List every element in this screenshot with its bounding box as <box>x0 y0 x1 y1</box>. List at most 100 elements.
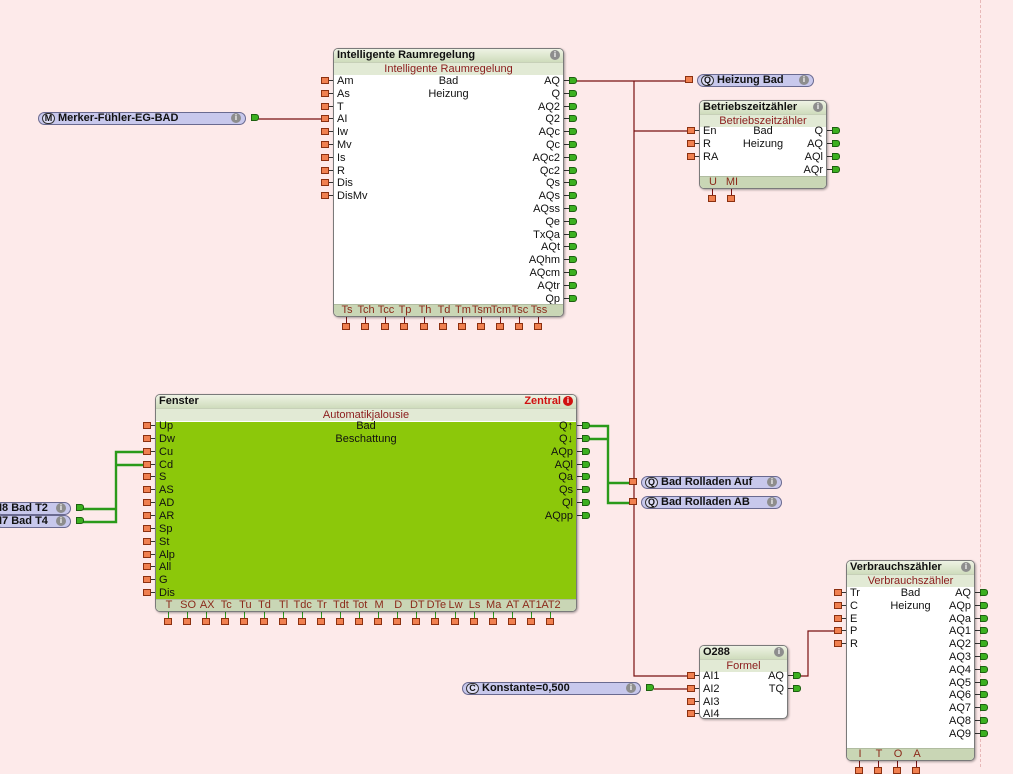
param-port-Tdc[interactable] <box>297 618 306 625</box>
param-port-SO[interactable] <box>183 618 192 625</box>
input-port-Iw[interactable] <box>321 128 329 136</box>
param-port-Tot[interactable] <box>355 618 363 625</box>
param-port-DTe[interactable] <box>431 618 440 625</box>
input-port-Up[interactable] <box>143 422 151 429</box>
param-port-I[interactable] <box>855 767 863 774</box>
output-port-Qa[interactable] <box>582 473 590 481</box>
output-port-AQ5[interactable] <box>980 678 988 686</box>
output-port-Q2[interactable] <box>569 115 577 123</box>
input-port-AI[interactable] <box>321 115 329 123</box>
param-port-AT2[interactable] <box>546 618 554 625</box>
input-port-Tr[interactable] <box>834 589 842 596</box>
param-port-T[interactable] <box>874 767 882 774</box>
output-port-AQ[interactable] <box>569 77 577 84</box>
output-port-Qc[interactable] <box>569 141 577 148</box>
input-port-Mv[interactable] <box>321 141 329 148</box>
output-port-Qs[interactable] <box>582 486 590 494</box>
param-port-DT[interactable] <box>412 618 421 625</box>
param-port-Tc[interactable] <box>221 618 230 625</box>
input-port-C[interactable] <box>834 601 842 609</box>
param-port-Tm[interactable] <box>458 323 466 330</box>
input-port-Is[interactable] <box>321 153 329 161</box>
output-port-AQ7[interactable] <box>980 704 988 712</box>
output-port-Qc2[interactable] <box>569 166 577 174</box>
input-port-En[interactable] <box>687 127 695 134</box>
info-icon[interactable]: i <box>56 516 66 526</box>
input-port-All[interactable] <box>143 563 151 571</box>
input-port-AI1[interactable] <box>687 672 695 679</box>
input-port-Alp[interactable] <box>143 550 151 558</box>
input-port-R[interactable] <box>834 640 842 648</box>
tag-output-port[interactable] <box>76 504 84 511</box>
output-port-AQ3[interactable] <box>980 653 988 660</box>
output-port-Q[interactable] <box>832 127 840 134</box>
tag-output-port[interactable] <box>646 684 654 691</box>
info-icon[interactable]: i <box>550 50 560 60</box>
output-port-AQcm[interactable] <box>569 269 577 276</box>
input-port-DisMv[interactable] <box>321 192 329 200</box>
output-port-Q↓[interactable] <box>582 434 590 442</box>
output-port-AQp[interactable] <box>582 447 590 455</box>
output-port-AQ6[interactable] <box>980 691 988 699</box>
input-port-Cu[interactable] <box>143 447 151 455</box>
output-port-AQa[interactable] <box>980 614 988 622</box>
output-port-AQ2[interactable] <box>980 640 988 648</box>
output-port-AQhm[interactable] <box>569 256 577 264</box>
input-port-AD[interactable] <box>143 499 151 507</box>
param-port-Tr[interactable] <box>316 618 325 625</box>
param-port-Ts[interactable] <box>342 323 350 330</box>
param-port-U[interactable] <box>708 195 716 202</box>
info-icon[interactable]: i <box>813 102 823 112</box>
param-port-Tcc[interactable] <box>381 323 389 330</box>
param-port-Td[interactable] <box>259 618 268 625</box>
output-port-AQ9[interactable] <box>980 729 988 737</box>
output-port-AQ4[interactable] <box>980 665 988 673</box>
output-port-AQss[interactable] <box>569 205 577 212</box>
param-port-MI[interactable] <box>727 195 735 202</box>
param-port-Tu[interactable] <box>240 618 249 625</box>
param-port-AX[interactable] <box>202 618 211 625</box>
input-port-R[interactable] <box>321 166 329 174</box>
param-port-Tp[interactable] <box>400 323 408 330</box>
info-icon[interactable]: i <box>774 647 784 657</box>
output-port-AQ[interactable] <box>832 140 840 147</box>
input-port-R[interactable] <box>687 140 695 147</box>
input-port-Cd[interactable] <box>143 460 151 468</box>
output-port-AQ2[interactable] <box>569 102 577 110</box>
tag-input-port[interactable] <box>685 76 693 83</box>
param-port-M[interactable] <box>374 618 383 625</box>
output-port-AQl[interactable] <box>832 153 840 160</box>
info-icon[interactable]: i <box>231 113 241 123</box>
input-port-AS[interactable] <box>143 486 151 494</box>
param-port-Tsc[interactable] <box>515 323 523 330</box>
output-port-AQpp[interactable] <box>582 511 590 519</box>
param-port-D[interactable] <box>393 618 402 625</box>
input-port-Dis[interactable] <box>143 589 151 597</box>
output-port-AQ1[interactable] <box>980 627 988 635</box>
input-port-T[interactable] <box>321 102 329 110</box>
input-port-E[interactable] <box>834 614 842 622</box>
output-port-AQl[interactable] <box>582 460 590 468</box>
output-port-AQ8[interactable] <box>980 717 988 724</box>
output-port-Qp[interactable] <box>569 294 577 302</box>
param-port-Td[interactable] <box>439 323 447 330</box>
input-port-Dw[interactable] <box>143 434 151 442</box>
output-port-AQc[interactable] <box>569 128 577 136</box>
input-port-S[interactable] <box>143 473 151 481</box>
output-port-TQ[interactable] <box>793 684 801 692</box>
info-icon[interactable]: i <box>563 396 573 406</box>
output-port-TxQa[interactable] <box>569 230 577 238</box>
param-port-Lw[interactable] <box>450 618 459 625</box>
output-port-Ql[interactable] <box>582 499 590 507</box>
input-port-St[interactable] <box>143 537 151 545</box>
